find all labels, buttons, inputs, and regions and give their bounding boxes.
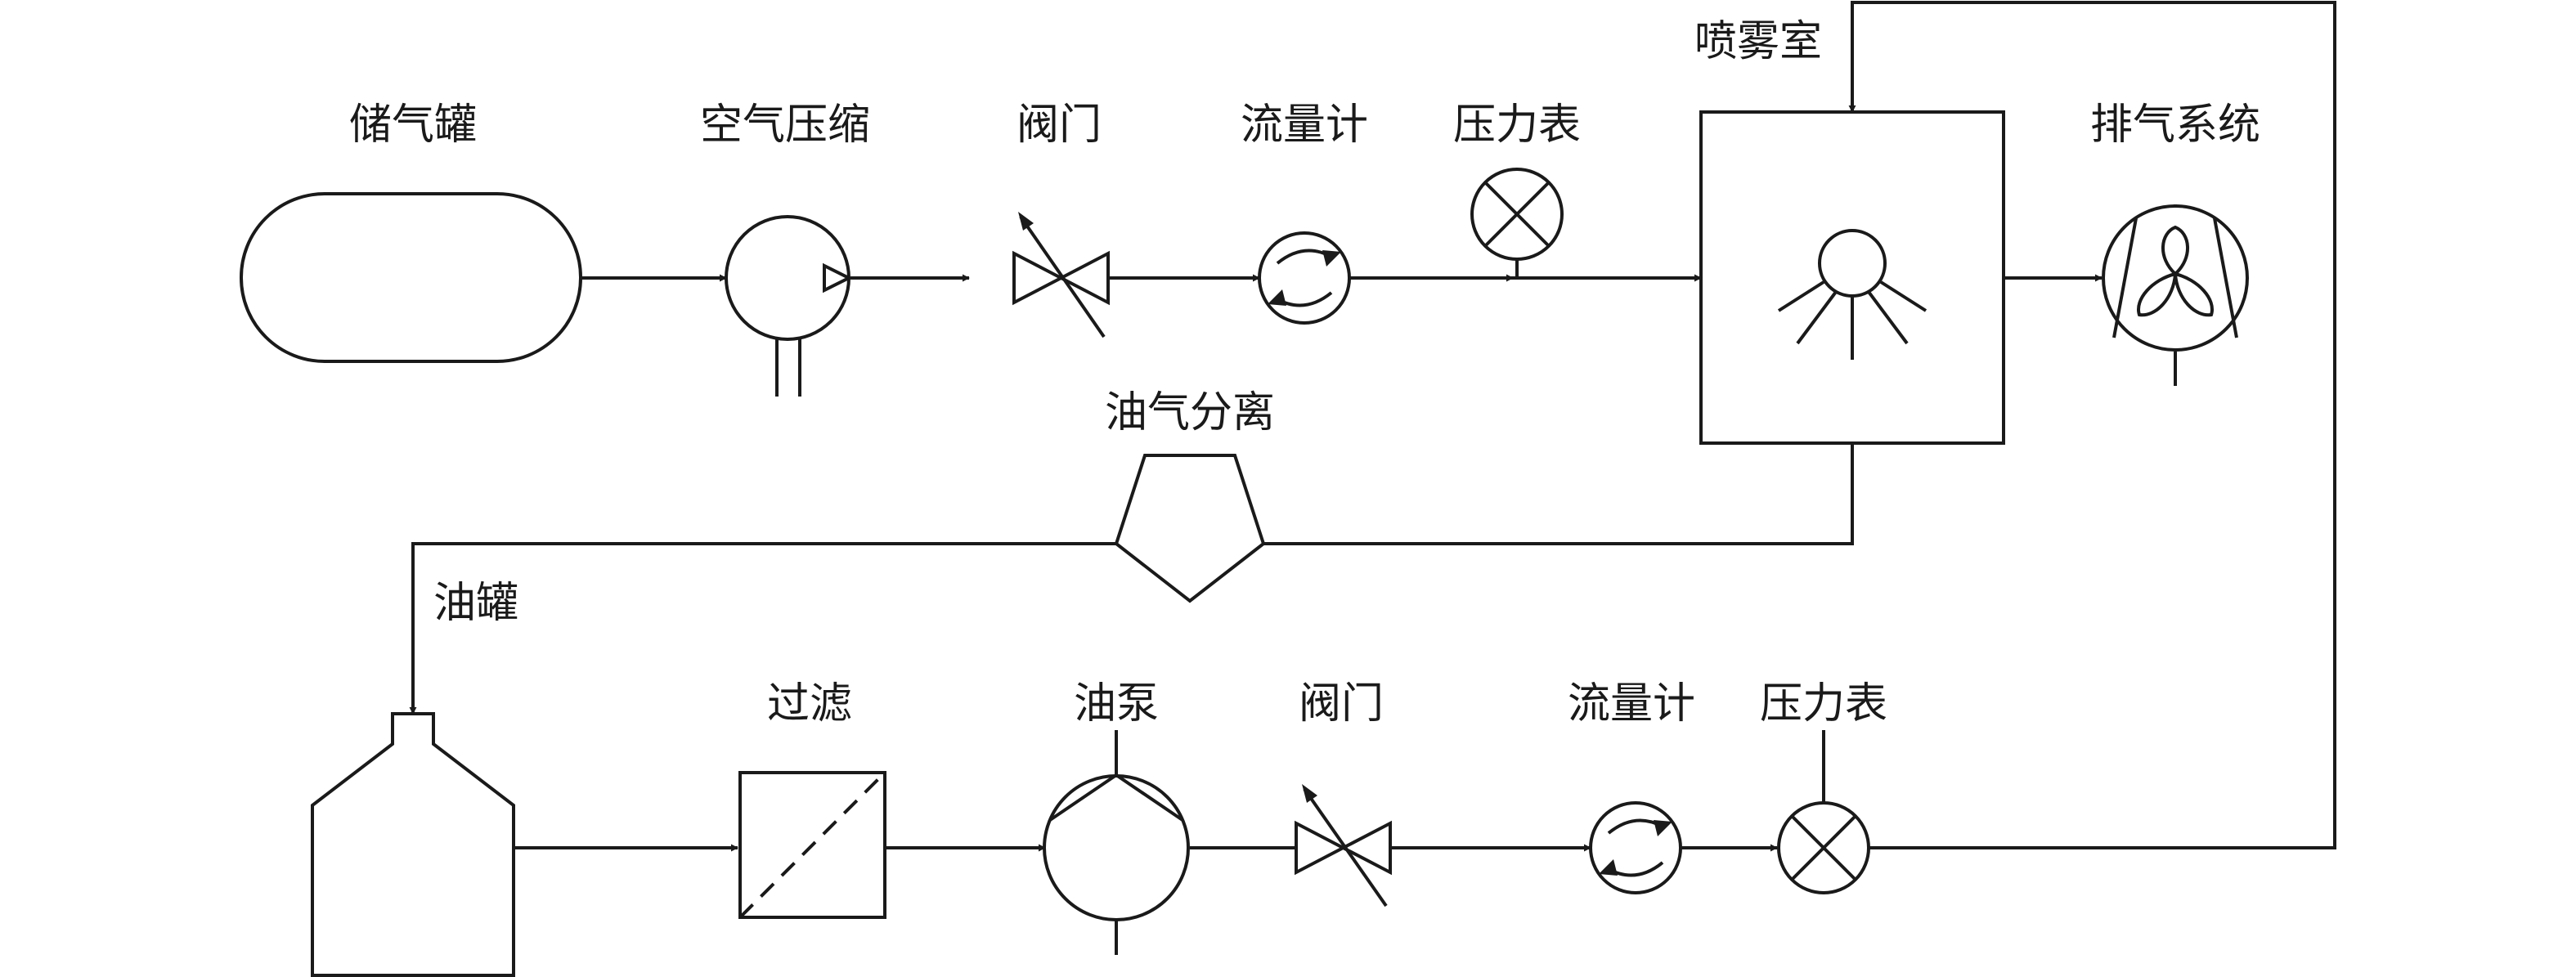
label-spray-chamber: 喷雾室 — [1694, 17, 1822, 66]
label-air-compressor: 空气压缩 — [700, 101, 870, 150]
label-valve-top: 阀门 — [1016, 101, 1102, 150]
pressure-gauge-top-symbol — [1470, 168, 1564, 278]
pressure-gauge-bottom-symbol — [1777, 730, 1870, 894]
air-compressor-symbol — [725, 215, 853, 397]
spray-chamber-symbol — [1699, 110, 2005, 445]
storage-tank-symbol — [240, 192, 582, 363]
label-valve-bottom: 阀门 — [1299, 679, 1384, 728]
label-pressure-gauge-bottom: 压力表 — [1760, 679, 1887, 728]
label-storage-tank: 储气罐 — [349, 101, 477, 150]
label-oil-pump: 油泵 — [1074, 679, 1159, 728]
label-oil-gas-separator: 油气分离 — [1105, 388, 1275, 437]
label-flow-meter-top: 流量计 — [1241, 101, 1368, 150]
label-oil-tank: 油罐 — [433, 579, 518, 628]
exhaust-system-symbol — [2102, 204, 2249, 386]
label-flow-meter-bottom: 流量计 — [1568, 679, 1695, 728]
flow-meter-bottom-symbol — [1589, 801, 1682, 894]
return-line — [1848, 1, 2336, 849]
oil-gas-separator-symbol — [1114, 454, 1266, 603]
label-filter: 过滤 — [767, 679, 852, 728]
valve-top-symbol — [1012, 212, 1110, 338]
label-exhaust-system: 排气系统 — [2090, 101, 2260, 150]
label-pressure-gauge-top: 压力表 — [1453, 101, 1581, 150]
oil-tank-symbol — [311, 712, 515, 977]
valve-bottom-symbol — [1295, 784, 1392, 908]
flow-meter-top-symbol — [1258, 231, 1351, 325]
oil-pump-symbol — [1043, 730, 1190, 955]
drain-line — [409, 443, 1854, 715]
filter-symbol — [738, 771, 886, 919]
